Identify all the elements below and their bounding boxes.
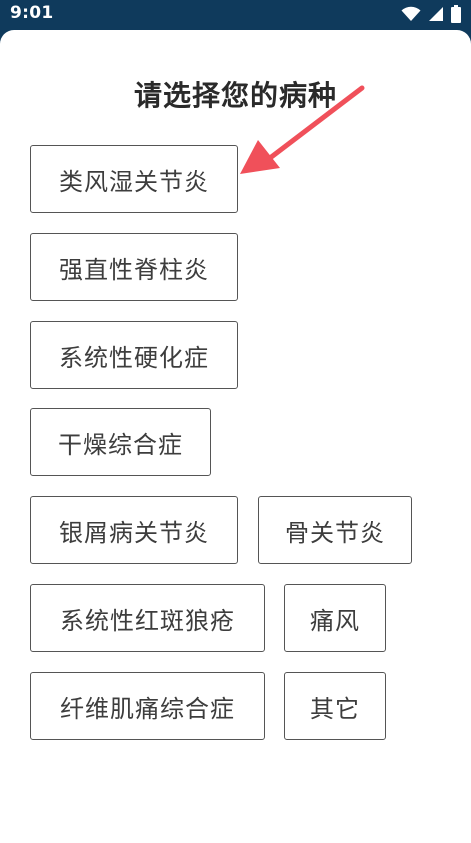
option-other[interactable]: 其它 — [284, 672, 386, 740]
option-sjogren-syndrome[interactable]: 干燥综合症 — [30, 408, 211, 476]
page-title: 请选择您的病种 — [133, 79, 337, 112]
option-systemic-lupus[interactable]: 系统性红斑狼疮 — [30, 584, 265, 652]
option-fibromyalgia[interactable]: 纤维肌痛综合症 — [30, 672, 265, 740]
status-icons — [401, 4, 461, 24]
option-gout[interactable]: 痛风 — [284, 584, 386, 652]
option-rheumatoid-arthritis[interactable]: 类风湿关节炎 — [30, 145, 238, 213]
cellular-signal-icon — [429, 7, 443, 21]
option-systemic-sclerosis[interactable]: 系统性硬化症 — [30, 321, 238, 389]
battery-icon — [451, 5, 461, 23]
option-psoriatic-arthritis[interactable]: 银屑病关节炎 — [30, 496, 238, 564]
wifi-icon — [401, 6, 421, 21]
status-time: 9:01 — [10, 3, 54, 23]
status-bar: 9:01 — [0, 0, 471, 28]
option-ankylosing-spondylitis[interactable]: 强直性脊柱炎 — [30, 233, 238, 301]
annotation-arrow-icon — [240, 85, 365, 174]
option-osteoarthritis[interactable]: 骨关节炎 — [258, 496, 412, 564]
